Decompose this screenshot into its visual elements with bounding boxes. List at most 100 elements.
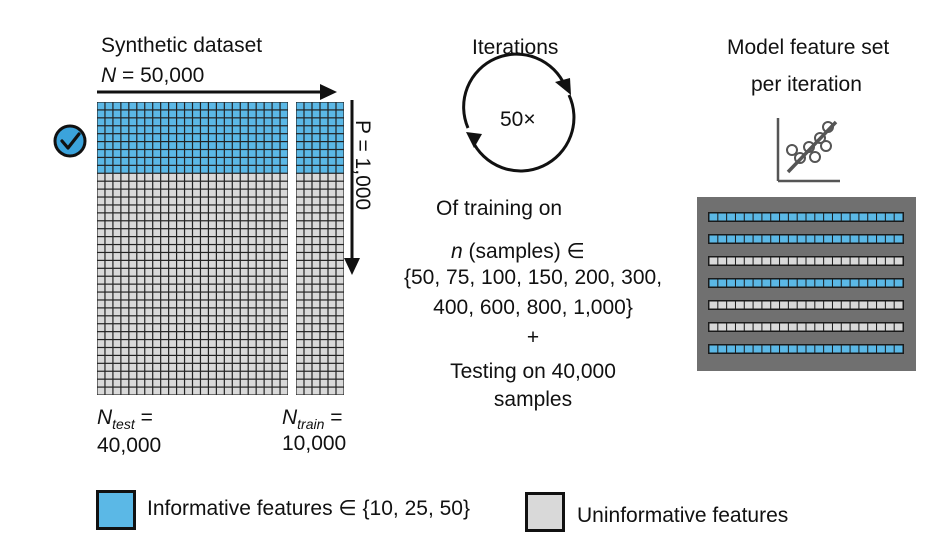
model-feature-cell: [885, 301, 894, 309]
model-feature-row: [708, 322, 904, 332]
n-test-eq: =: [134, 406, 153, 429]
test-matrix-uninformative-cell: [129, 363, 137, 371]
train-matrix-uninformative-cell: [320, 260, 328, 268]
test-matrix-uninformative-cell: [264, 300, 272, 308]
train-matrix-informative-cell: [320, 126, 328, 134]
test-matrix-uninformative-cell: [185, 213, 192, 221]
test-matrix-uninformative-cell: [153, 379, 161, 387]
test-matrix-uninformative-cell: [185, 221, 192, 229]
test-matrix-uninformative-cell: [193, 387, 200, 395]
test-matrix-informative-cell: [137, 134, 145, 141]
test-matrix-uninformative-cell: [97, 213, 105, 221]
test-matrix: [97, 102, 288, 395]
train-matrix-uninformative-cell: [304, 245, 312, 252]
test-matrix-informative-cell: [185, 102, 192, 110]
test-matrix-uninformative-cell: [105, 340, 113, 347]
test-matrix-uninformative-cell: [145, 292, 153, 300]
model-feature-cell: [885, 235, 894, 243]
test-matrix-uninformative-cell: [248, 284, 256, 292]
test-matrix-uninformative-cell: [193, 213, 200, 221]
test-matrix-informative-cell: [216, 150, 224, 157]
test-matrix-informative-cell: [177, 142, 184, 149]
train-matrix-uninformative-cell: [320, 363, 328, 371]
test-matrix-uninformative-cell: [256, 213, 264, 221]
model-feature-cell: [797, 213, 806, 221]
model-feature-cell: [709, 235, 718, 243]
test-matrix-uninformative-cell: [169, 356, 176, 363]
train-matrix-uninformative-cell: [336, 340, 344, 347]
train-matrix-uninformative-cell: [336, 276, 344, 284]
test-matrix-uninformative-cell: [248, 181, 256, 189]
test-matrix-uninformative-cell: [224, 173, 232, 181]
test-matrix-uninformative-cell: [105, 268, 113, 276]
test-matrix-uninformative-cell: [153, 348, 161, 355]
test-matrix-uninformative-cell: [113, 181, 121, 189]
test-matrix-uninformative-cell: [264, 245, 272, 252]
test-matrix-uninformative-cell: [240, 379, 248, 387]
test-matrix-uninformative-cell: [232, 300, 240, 308]
train-matrix-uninformative-cell: [312, 332, 320, 339]
test-matrix-uninformative-cell: [209, 260, 216, 268]
test-matrix-uninformative-cell: [113, 371, 121, 379]
test-matrix-uninformative-cell: [232, 340, 240, 347]
test-matrix-uninformative-cell: [256, 181, 264, 189]
test-matrix-informative-cell: [272, 102, 280, 110]
test-matrix-uninformative-cell: [224, 292, 232, 300]
test-matrix-informative-cell: [105, 150, 113, 157]
test-matrix-uninformative-cell: [121, 379, 129, 387]
model-feature-cell: [868, 323, 877, 331]
test-matrix-uninformative-cell: [201, 379, 208, 387]
test-matrix-informative-cell: [137, 102, 145, 110]
test-matrix-uninformative-cell: [97, 387, 105, 395]
model-feature-cell: [850, 257, 859, 265]
train-matrix-uninformative-cell: [320, 268, 328, 276]
test-matrix-uninformative-cell: [193, 253, 200, 260]
train-matrix-uninformative-cell: [312, 260, 320, 268]
test-matrix-informative-cell: [193, 158, 200, 165]
train-matrix-informative-cell: [304, 165, 312, 173]
test-matrix-uninformative-cell: [224, 348, 232, 355]
test-matrix-informative-cell: [145, 165, 153, 173]
test-matrix-uninformative-cell: [216, 387, 224, 395]
test-matrix-uninformative-cell: [121, 308, 129, 316]
test-matrix-uninformative-cell: [153, 300, 161, 308]
train-matrix-informative-cell: [320, 110, 328, 118]
train-matrix-informative-cell: [296, 118, 304, 126]
test-matrix-uninformative-cell: [216, 292, 224, 300]
test-matrix-uninformative-cell: [280, 284, 288, 292]
test-matrix-uninformative-cell: [224, 213, 232, 221]
test-matrix-informative-cell: [240, 118, 248, 126]
train-matrix-uninformative-cell: [312, 237, 320, 244]
test-matrix-uninformative-cell: [256, 292, 264, 300]
test-matrix-informative-cell: [121, 134, 129, 141]
test-matrix-uninformative-cell: [97, 316, 105, 324]
test-matrix-uninformative-cell: [216, 237, 224, 244]
test-matrix-uninformative-cell: [113, 356, 121, 363]
model-feature-cell: [832, 279, 841, 287]
test-matrix-informative-cell: [201, 134, 208, 141]
test-matrix-uninformative-cell: [129, 197, 137, 205]
model-feature-cell: [771, 257, 780, 265]
test-matrix-informative-cell: [201, 158, 208, 165]
test-matrix-uninformative-cell: [169, 213, 176, 221]
test-matrix-uninformative-cell: [161, 292, 169, 300]
test-matrix-informative-cell: [248, 102, 256, 110]
test-matrix-informative-cell: [129, 110, 137, 118]
test-matrix-uninformative-cell: [201, 371, 208, 379]
test-matrix-informative-cell: [280, 110, 288, 118]
test-matrix-uninformative-cell: [177, 253, 184, 260]
test-matrix-uninformative-cell: [177, 245, 184, 252]
test-matrix-informative-cell: [169, 165, 176, 173]
test-matrix-uninformative-cell: [232, 213, 240, 221]
train-matrix-uninformative-cell: [336, 237, 344, 244]
model-feature-cell: [788, 345, 797, 353]
test-matrix-uninformative-cell: [272, 308, 280, 316]
train-matrix-uninformative-cell: [336, 245, 344, 252]
test-matrix-informative-cell: [256, 165, 264, 173]
test-matrix-uninformative-cell: [193, 348, 200, 355]
test-matrix-uninformative-cell: [193, 260, 200, 268]
test-matrix-uninformative-cell: [224, 316, 232, 324]
test-matrix-uninformative-cell: [169, 268, 176, 276]
test-matrix-uninformative-cell: [232, 221, 240, 229]
